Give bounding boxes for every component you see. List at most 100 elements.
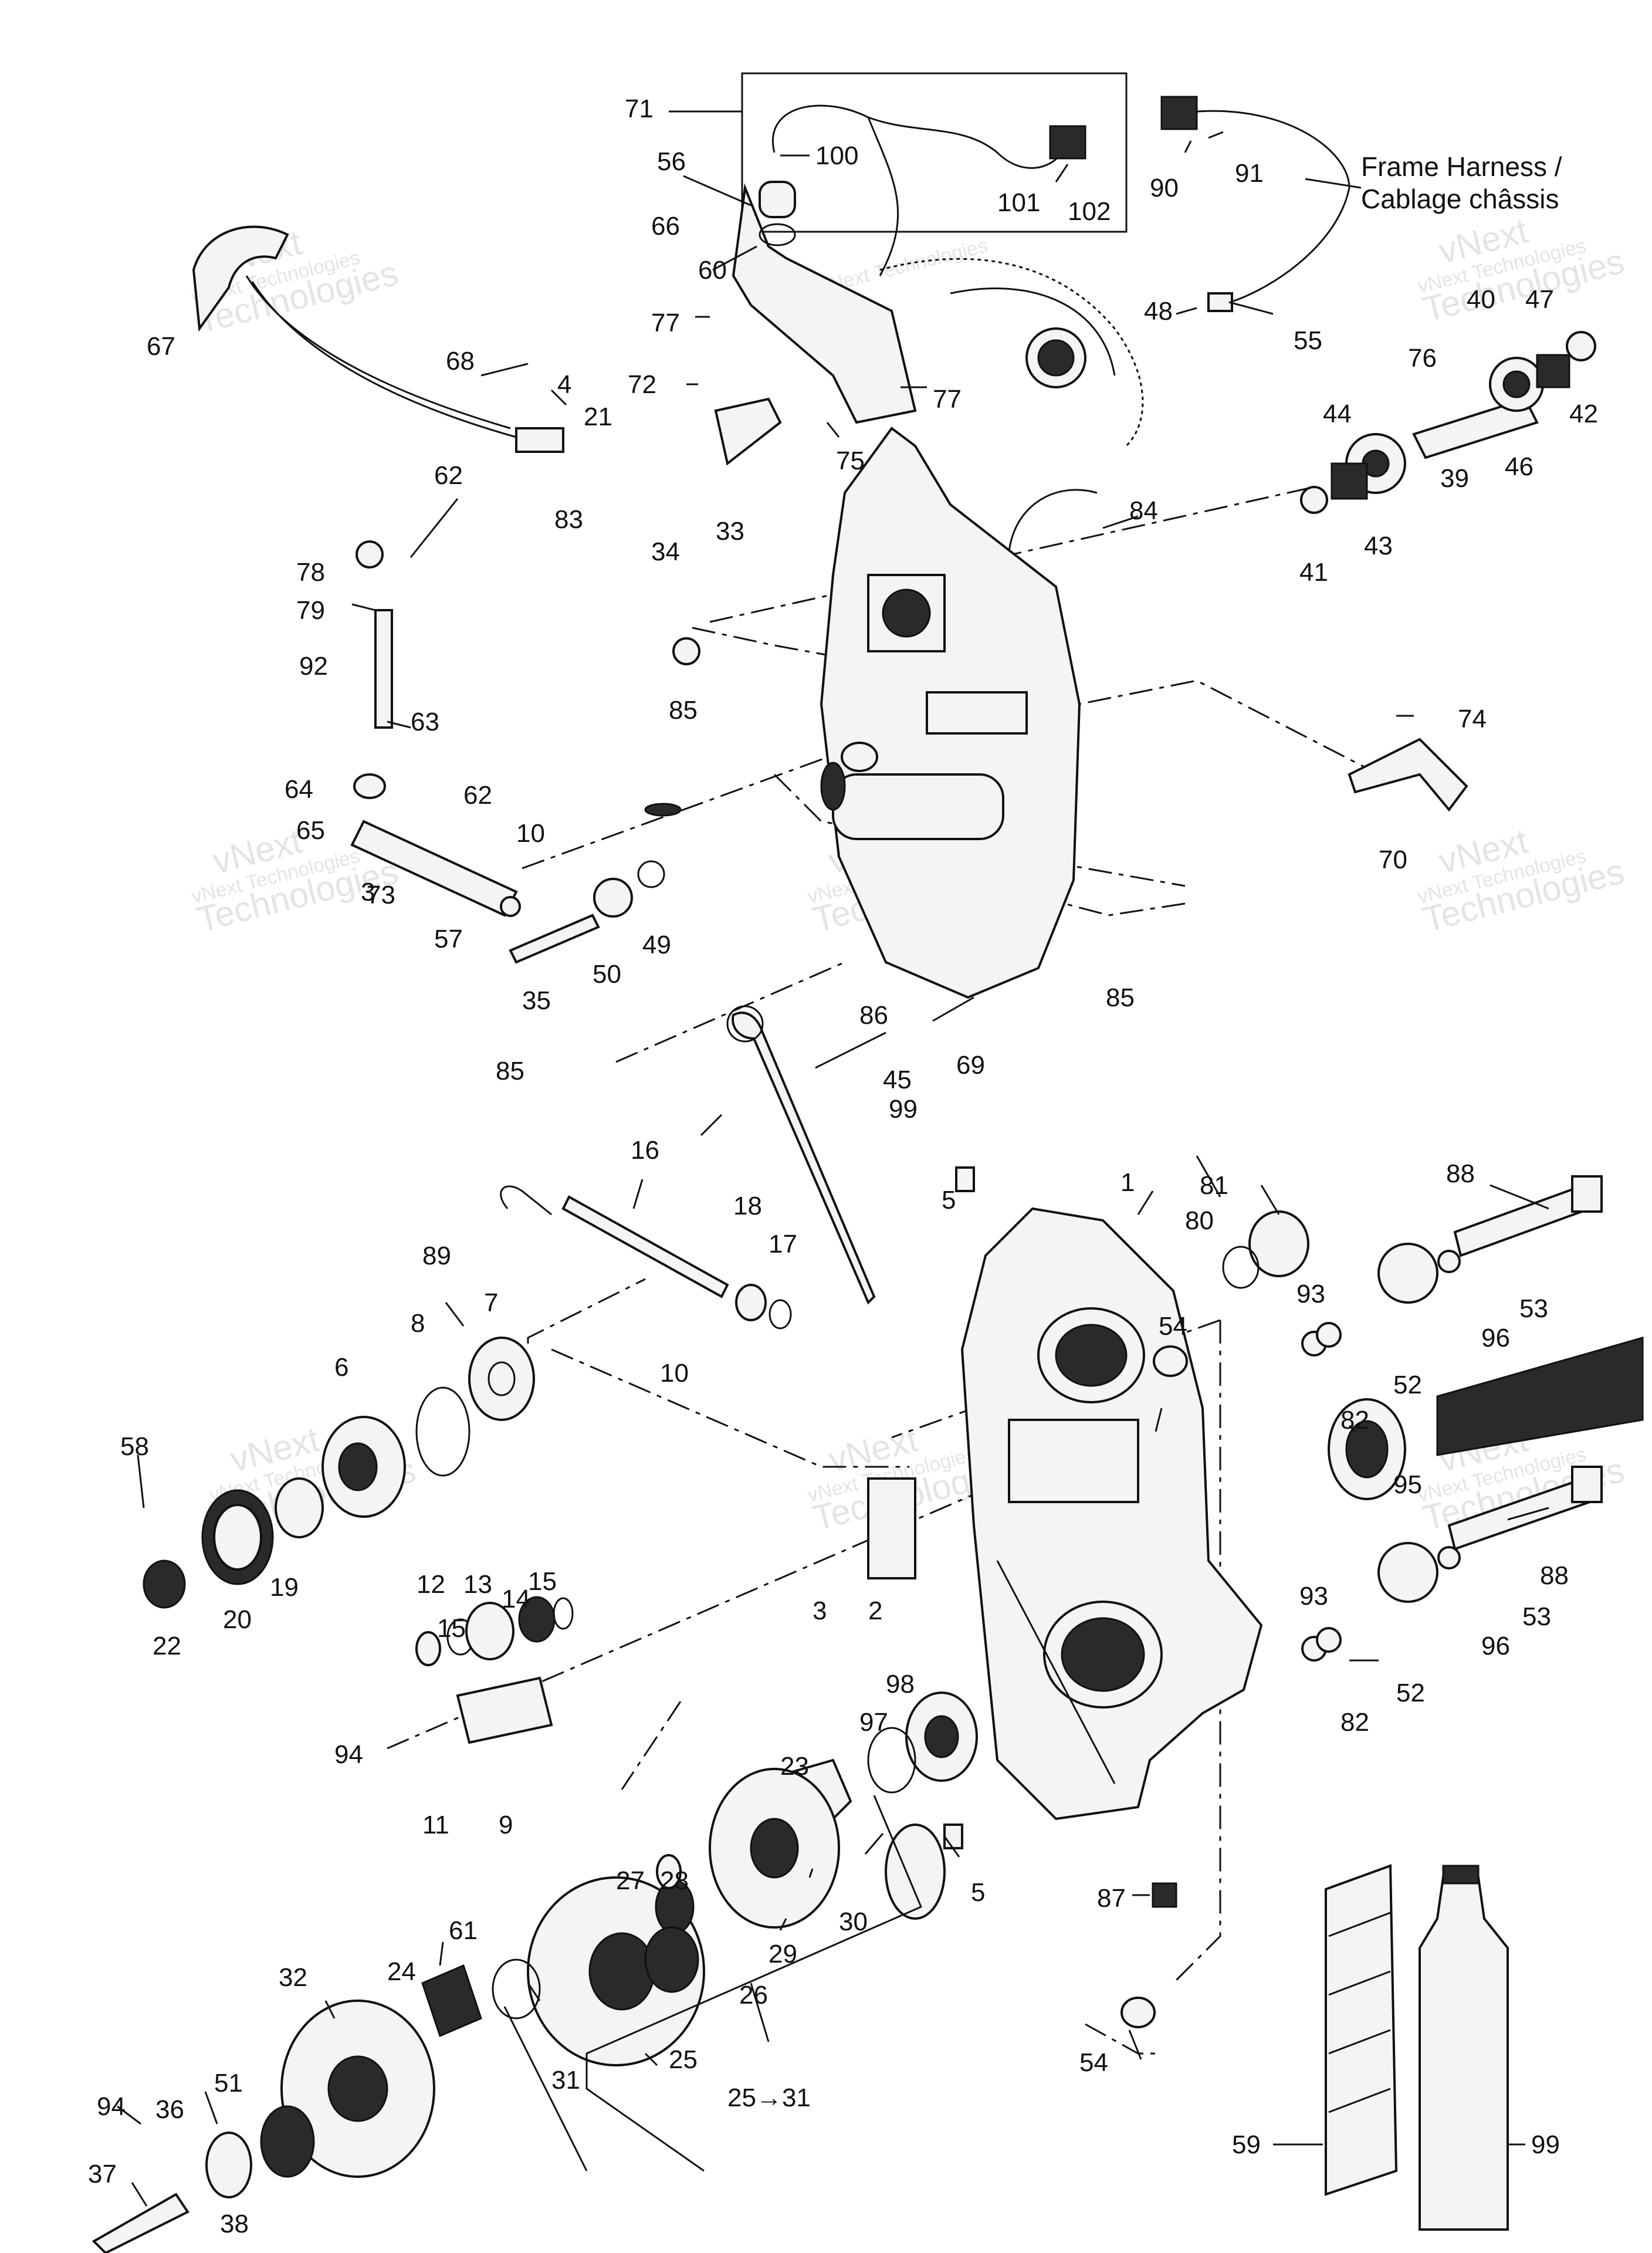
callout-3: 3 (361, 878, 375, 906)
callout-11: 11 (422, 1811, 449, 1839)
range-bracket (503, 1795, 922, 2172)
callout-102: 102 (1068, 197, 1111, 226)
callout-58: 58 (120, 1432, 149, 1461)
callout-82: 82 (1340, 1708, 1369, 1737)
callout-18: 18 (733, 1192, 762, 1220)
callout-50: 50 (593, 960, 621, 989)
callout-95: 95 (1393, 1470, 1422, 1499)
callout-7: 7 (484, 1288, 498, 1317)
callout-1: 1 (1120, 1168, 1135, 1197)
callout-30: 30 (839, 1907, 868, 1936)
callout-72: 72 (628, 370, 656, 399)
callout-71: 71 (625, 94, 654, 123)
callout-98: 98 (886, 1670, 915, 1699)
callout-63: 63 (411, 708, 439, 736)
callout-8: 8 (411, 1309, 425, 1338)
callout-73: 73 (367, 881, 395, 909)
left-gear-stack (137, 1337, 535, 1609)
right-hardware-group (1222, 1175, 1644, 1662)
callout-43: 43 (1364, 532, 1393, 560)
callout-3: 3 (813, 1596, 827, 1625)
callout-2: 2 (868, 1596, 882, 1625)
oil-bottle-and-chain (1325, 1864, 1509, 2231)
callout-92: 92 (299, 652, 328, 681)
callout-85: 85 (1106, 983, 1135, 1012)
callout-88: 88 (1446, 1159, 1475, 1188)
callout-54: 54 (1079, 2048, 1108, 2077)
lower-gear-group (92, 1692, 978, 2253)
callout-83: 83 (554, 505, 583, 534)
callout-35: 35 (522, 986, 551, 1015)
range-label: 25→31 (727, 2083, 811, 2112)
callout-14: 14 (502, 1585, 530, 1613)
callout-16: 16 (631, 1136, 659, 1165)
callout-67: 67 (147, 332, 175, 361)
callout-29: 29 (769, 1940, 797, 1968)
callout-69: 69 (956, 1051, 985, 1080)
callout-49: 49 (642, 931, 671, 959)
callout-47: 47 (1525, 285, 1554, 314)
harness-label-line1: Frame Harness / (1361, 151, 1562, 182)
callout-42: 42 (1569, 400, 1598, 428)
callout-101: 101 (997, 188, 1040, 217)
callout-89: 89 (422, 1241, 451, 1270)
callout-62: 62 (463, 781, 492, 810)
callout-12: 12 (417, 1570, 445, 1599)
callouts: 1 2 3 3 4 5 5 6 7 8 9 10 10 11 12 13 14 … (88, 94, 1598, 2238)
callout-51: 51 (214, 2069, 243, 2098)
callout-96: 96 (1481, 1324, 1510, 1352)
callout-64: 64 (285, 775, 313, 804)
callout-70: 70 (1379, 845, 1407, 874)
callout-10: 10 (660, 1359, 689, 1388)
shift-lever-group (192, 225, 564, 917)
callout-24: 24 (387, 1957, 416, 1986)
callout-9: 9 (499, 1811, 513, 1839)
callout-77: 77 (651, 309, 680, 337)
callout-33: 33 (716, 517, 744, 546)
callout-36: 36 (155, 2095, 184, 2124)
upper-bracket-group (714, 72, 1350, 466)
callout-87: 87 (1097, 1884, 1126, 1913)
callout-99: 99 (1531, 2130, 1560, 2159)
chaincase-housing (960, 1207, 1263, 1821)
upper-shaft-group (1008, 331, 1596, 812)
callout-84: 84 (1129, 496, 1158, 525)
callout-77: 77 (933, 385, 962, 414)
callout-62: 62 (434, 461, 463, 490)
callout-55: 55 (1294, 326, 1322, 355)
callout-52: 52 (1393, 1371, 1422, 1399)
callout-23: 23 (780, 1752, 809, 1781)
callout-54: 54 (1159, 1312, 1187, 1341)
callout-5: 5 (942, 1186, 956, 1215)
callout-39: 39 (1440, 464, 1469, 493)
callout-17: 17 (769, 1230, 797, 1259)
callout-100: 100 (815, 141, 858, 170)
callout-45: 45 (883, 1065, 912, 1094)
callout-61: 61 (449, 1916, 478, 1945)
callout-13: 13 (463, 1570, 492, 1599)
callout-78: 78 (296, 558, 325, 587)
callout-90: 90 (1150, 174, 1179, 202)
callout-46: 46 (1505, 452, 1533, 481)
callout-32: 32 (279, 1963, 307, 1992)
callout-76: 76 (1408, 344, 1437, 373)
callout-66: 66 (651, 212, 680, 241)
callout-75: 75 (836, 446, 865, 475)
callout-86: 86 (859, 1001, 888, 1030)
callout-37: 37 (88, 2160, 117, 2188)
callout-93: 93 (1296, 1280, 1325, 1308)
callout-81: 81 (1200, 1171, 1228, 1200)
chaincase-cover (820, 427, 1081, 999)
leader-lines (117, 110, 1549, 2207)
callout-20: 20 (223, 1605, 252, 1634)
callout-94: 94 (334, 1740, 363, 1769)
callout-40: 40 (1467, 285, 1495, 314)
callout-85: 85 (669, 696, 698, 725)
callout-38: 38 (220, 2210, 249, 2238)
callout-85: 85 (496, 1057, 524, 1085)
callout-88: 88 (1540, 1561, 1569, 1590)
callout-44: 44 (1323, 400, 1352, 428)
callout-80: 80 (1185, 1206, 1214, 1235)
callout-99: 99 (889, 1095, 918, 1124)
